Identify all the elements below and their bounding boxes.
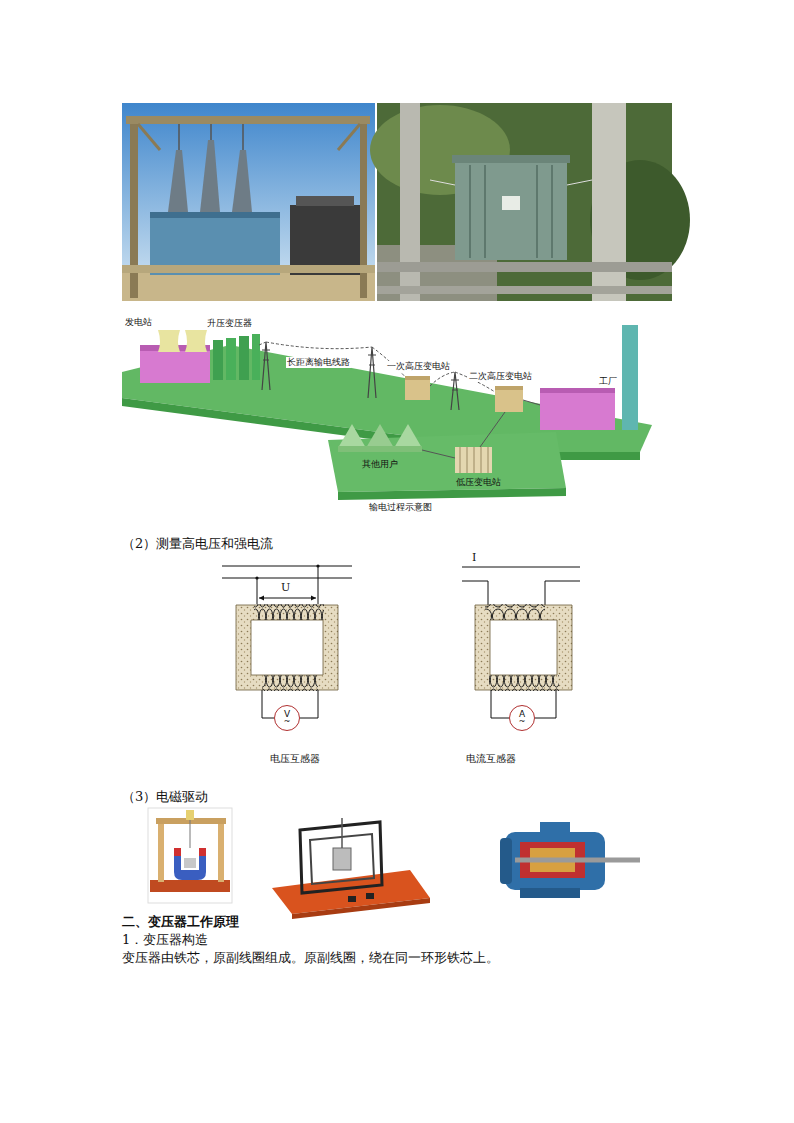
pole-transformer-photo <box>370 103 690 301</box>
meter-symbol: V~ <box>274 705 300 731</box>
electric-motor-picture <box>500 822 640 898</box>
transmission-schematic <box>122 325 652 500</box>
text-label: 变压器由铁芯，原副线圈组成。原副线圈，绕在同一环形铁芯上。 <box>122 950 499 966</box>
text-label: 发电站 <box>124 317 153 328</box>
current-transformer <box>462 567 580 718</box>
text-label: 1．变压器构造 <box>122 932 208 948</box>
text-label: 输电过程示意图 <box>368 502 433 513</box>
text-label: 二次高压变电站 <box>468 371 533 382</box>
text-label: 长距离输电线路 <box>286 357 351 368</box>
meter-letter: A <box>519 710 525 718</box>
meter-letter: V <box>284 710 290 718</box>
text-label: 电压互感器 <box>270 753 320 765</box>
text-label: （3）电磁驱动 <box>122 789 208 805</box>
text-label: 电流互感器 <box>466 753 516 765</box>
text-label: 二、变压器工作原理 <box>122 914 239 930</box>
meter-symbol: A~ <box>509 705 535 731</box>
meter-letter: ~ <box>284 718 291 725</box>
rotating-frame-picture <box>272 818 430 919</box>
text-label: 升压变压器 <box>206 318 253 329</box>
text-label: （2）测量高电压和强电流 <box>122 536 273 552</box>
voltage-transformer <box>222 564 352 718</box>
magnet-pendulum-picture <box>148 808 232 903</box>
text-label: 其他用户 <box>362 459 398 470</box>
text-label: 低压变电站 <box>456 477 501 488</box>
text-label: 一次高压变电站 <box>386 361 451 372</box>
text-label: I <box>472 551 476 564</box>
text-label: 工厂 <box>598 376 618 387</box>
substation-photo <box>122 103 375 301</box>
meter-letter: ~ <box>519 718 526 725</box>
text-label: U <box>281 581 290 594</box>
